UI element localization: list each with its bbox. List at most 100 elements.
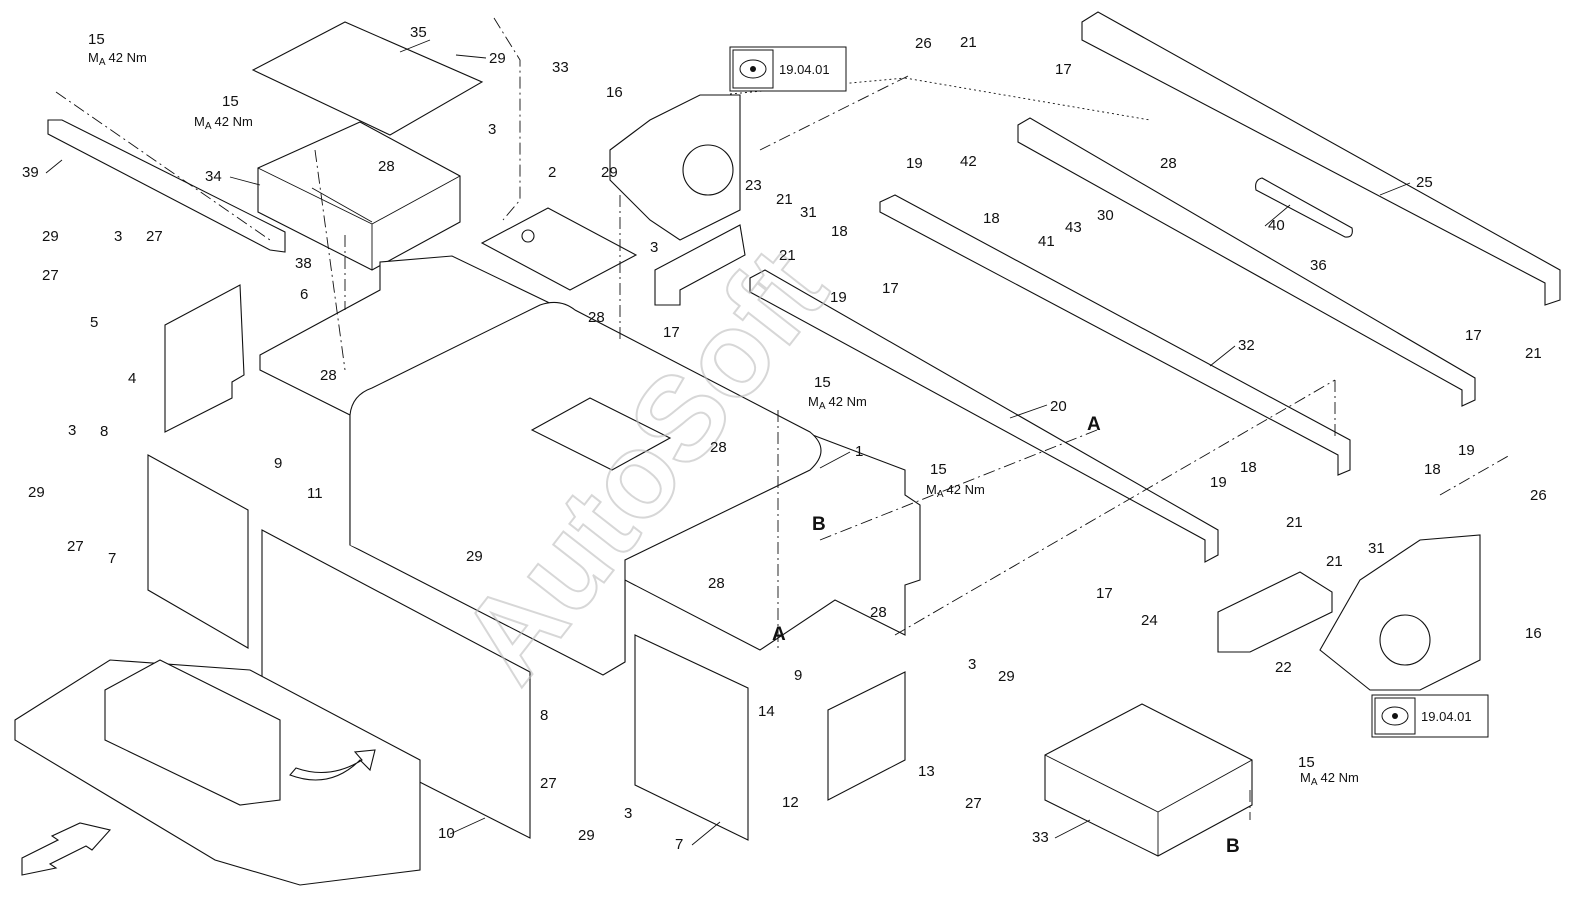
callout: 31 [800,204,817,221]
assembly-lines [55,17,1511,820]
section-label-b: B [1226,836,1240,857]
part-cover-plate-35 [251,21,484,136]
callout-numbers: 15 35 29 33 16 26 21 17 15 3 39 34 28 38… [22,24,1547,853]
callout: 16 [606,84,623,101]
part-panel-10 [261,529,531,839]
callout: 16 [1525,625,1542,642]
callout: 7 [108,550,116,567]
part-panel-7-left [147,454,249,649]
callout: 21 [779,247,796,264]
callout: 8 [540,707,548,724]
callout: 40 [1268,217,1285,234]
callout: 3 [114,228,122,245]
callout: 10 [438,825,455,842]
part-rail-36 [1017,117,1476,407]
callout: 22 [1275,659,1292,676]
callout: 1 [855,443,863,460]
part-inset-arrow [289,749,376,781]
callout: 38 [295,255,312,272]
callout: 17 [663,324,680,341]
parts-layer [14,11,1561,886]
callout: 28 [320,367,337,384]
callout: 43 [1065,219,1082,236]
callout: 12 [782,794,799,811]
part-side-plate-16-bottom [1319,534,1481,691]
callout: 29 [28,484,45,501]
callout: 21 [776,191,793,208]
part-hole [682,144,734,196]
callout: 25 [1416,174,1433,191]
callout: 28 [1160,155,1177,172]
callout: 3 [650,239,658,256]
callout: 29 [489,50,506,67]
callout: 33 [1032,829,1049,846]
callout: 15 [88,31,105,48]
callout: 23 [745,177,762,194]
reference-box-bottom: 19.04.01 [1371,694,1489,738]
part-handle-40 [1255,177,1353,238]
callout: 26 [1530,487,1547,504]
callout: 14 [758,703,775,720]
callout: 24 [1141,612,1158,629]
callout: 28 [378,158,395,175]
reference-box-top: 19.04.01 [729,46,847,92]
callout: 27 [67,538,84,555]
part-plate-2 [480,207,638,291]
callout: 9 [274,455,282,472]
callout: 27 [540,775,557,792]
part-rail-32 [879,194,1351,476]
callout: 3 [488,121,496,138]
callout: 5 [90,314,98,331]
part-box-34 [257,121,461,271]
callout: 20 [1050,398,1067,415]
callout: 29 [601,164,618,181]
callout: 29 [578,827,595,844]
part-box-33 [1044,703,1253,857]
callout: 2 [548,164,556,181]
callout: 15 [930,461,947,478]
callout: 3 [624,805,632,822]
callout: 15 [222,93,239,110]
part-hole [521,229,535,243]
reference-number: 19.04.01 [779,62,830,77]
callout: 21 [1525,345,1542,362]
callout: 31 [1368,540,1385,557]
callout: 28 [588,309,605,326]
callout: 7 [675,836,683,853]
callout: 36 [1310,257,1327,274]
part-top-window [530,397,672,471]
callout: 19 [906,155,923,172]
section-label-a: A [1087,414,1101,435]
callout: 17 [1465,327,1482,344]
callout: 29 [42,228,59,245]
callout: 28 [710,439,727,456]
callout: 29 [998,668,1015,685]
callout: 3 [68,422,76,439]
callout: 18 [1424,461,1441,478]
callout: 39 [22,164,39,181]
part-bracket-39 [47,119,286,253]
callout: 3 [968,656,976,673]
part-hole [1379,614,1431,666]
callout: 28 [870,604,887,621]
callout: 11 [307,485,323,502]
callout: 18 [831,223,848,240]
part-rail-20 [749,269,1219,563]
callout: 29 [466,548,483,565]
callout: 21 [1286,514,1303,531]
callout: 15 [1298,754,1315,771]
callout: 17 [1055,61,1072,78]
leader-lines [45,39,1411,846]
callout: 13 [918,763,935,780]
callout: 30 [1097,207,1114,224]
callout: 21 [960,34,977,51]
part-panel-4 [164,284,245,433]
section-label-b: B [812,514,826,535]
callout: 26 [915,35,932,52]
callout: 6 [300,286,308,303]
callout: 18 [1240,459,1257,476]
